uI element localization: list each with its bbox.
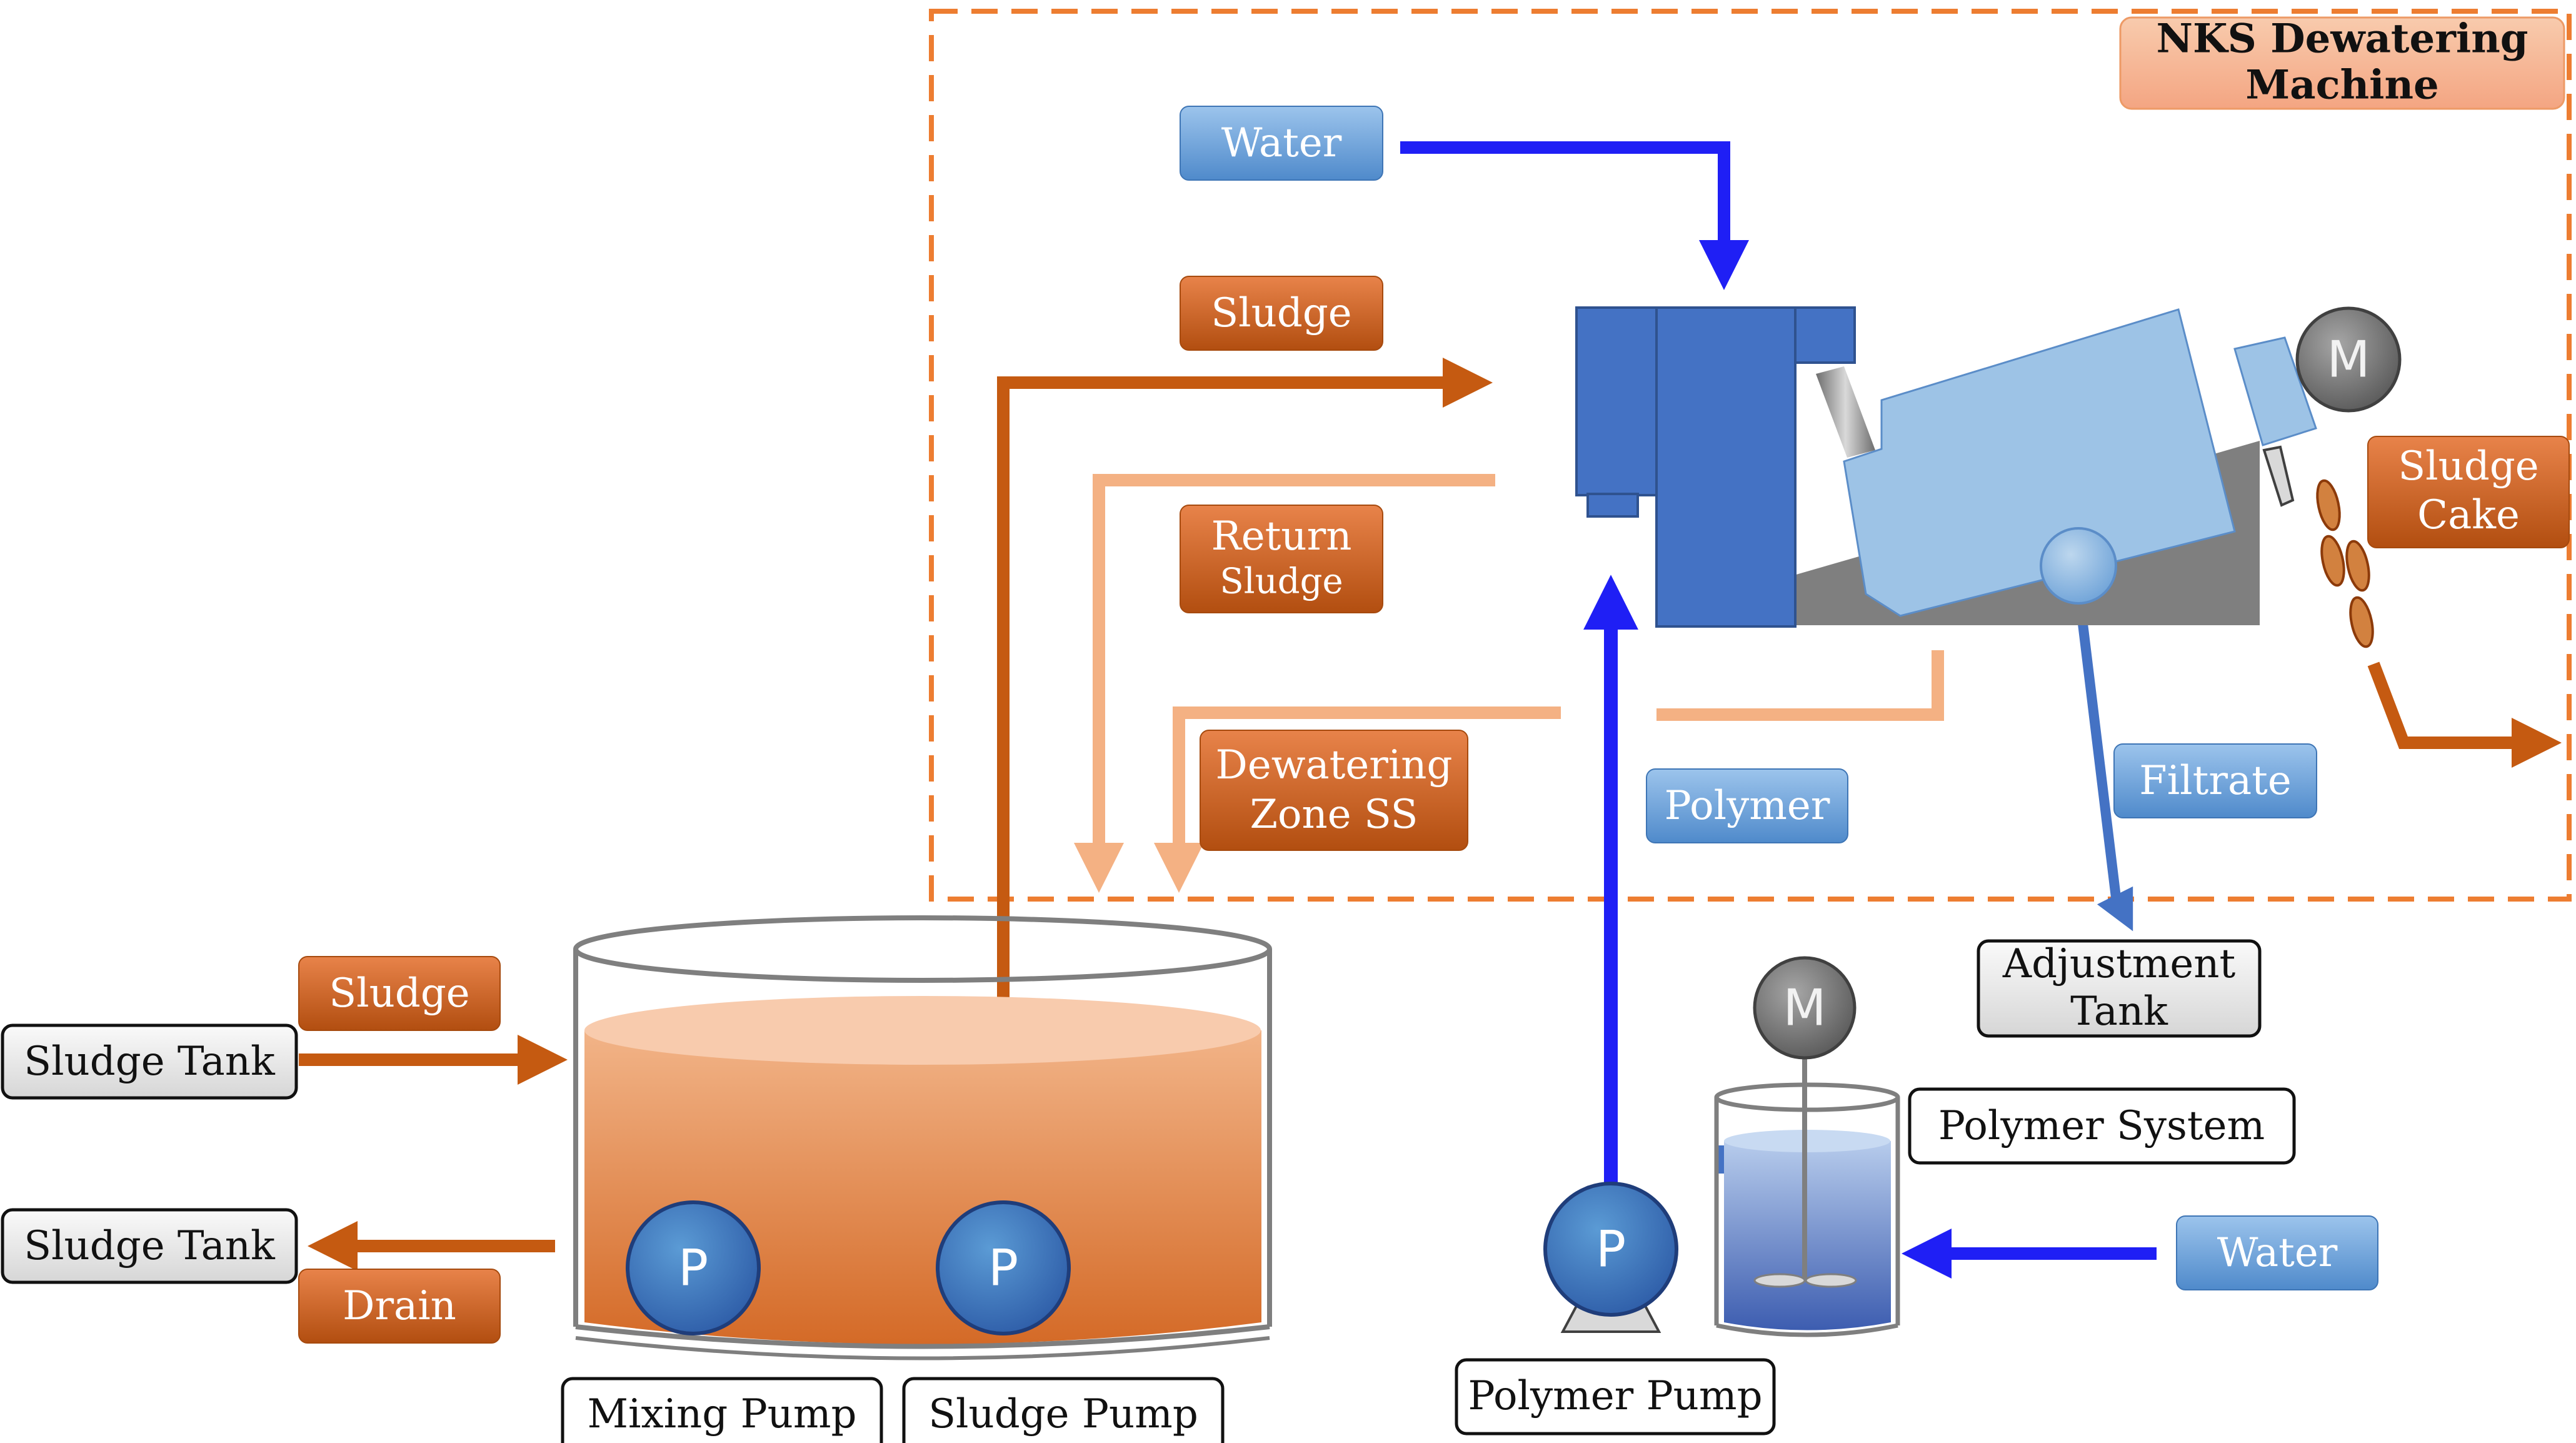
sludge-cake-pellets xyxy=(2316,479,2374,648)
polymer-system-caption: Polymer System xyxy=(1908,1087,2296,1165)
dewatering-zone-ss-line xyxy=(1656,650,1944,721)
label-sludge-top-text: Sludge xyxy=(1211,290,1351,336)
label-sludge-cake-line1: Sludge xyxy=(2398,443,2538,490)
mixing-pump-glyph: P xyxy=(678,1239,708,1297)
label-water-top: Water xyxy=(1180,106,1383,181)
label-sludge-left: Sludge xyxy=(298,956,501,1031)
sludge-pump-symbol: P xyxy=(936,1200,1071,1335)
label-water-top-text: Water xyxy=(1221,120,1342,166)
machine-inlet-nozzle xyxy=(1586,493,1639,518)
polymer-motor-glyph: M xyxy=(1783,979,1826,1037)
machine-discharge-flap xyxy=(2262,445,2295,507)
machine-screw-cylinder xyxy=(1843,308,2236,617)
label-sludge-cake: Sludge Cake xyxy=(2367,436,2570,548)
machine-title-line1: NKS Dewatering xyxy=(2157,16,2528,63)
filtrate-arrow xyxy=(2073,587,2133,932)
dewatering-zone-ss-arrow xyxy=(1154,706,1561,893)
sludge-pump-caption: Sludge Pump xyxy=(902,1377,1225,1443)
machine-body xyxy=(1655,306,1797,628)
label-sludge-left-text: Sludge xyxy=(329,970,469,1017)
dewatering-machine: M xyxy=(1575,306,2402,628)
polymer-system-tank xyxy=(1714,1057,1900,1337)
sludge-tank-outlet-box: Sludge Tank xyxy=(1,1208,298,1284)
machine-title-box: NKS Dewatering Machine xyxy=(2119,16,2565,110)
label-sludge-top: Sludge xyxy=(1180,276,1383,351)
label-filtrate: Filtrate xyxy=(2113,743,2317,818)
polymer-tank-liquid xyxy=(1724,1141,1891,1330)
label-polymer: Polymer xyxy=(1646,768,1848,843)
polymer-pump-caption-text: Polymer Pump xyxy=(1468,1373,1762,1419)
mixing-pump-caption: Mixing Pump xyxy=(561,1377,883,1443)
polymer-pump-symbol: P xyxy=(1543,1182,1678,1333)
machine-motor-label: M xyxy=(2327,331,2370,389)
machine-top-cap xyxy=(1794,306,1856,364)
filtrate-outlet-ball xyxy=(2040,527,2117,605)
polymer-pump-caption: Polymer Pump xyxy=(1455,1358,1776,1435)
tank-liquid-surface xyxy=(584,996,1261,1065)
label-filtrate-text: Filtrate xyxy=(2139,758,2291,804)
machine-inlet-column xyxy=(1575,306,1659,496)
label-water-right-text: Water xyxy=(2217,1230,2338,1276)
polymer-system-caption-text: Polymer System xyxy=(1938,1103,2265,1149)
label-dewatering-zone-line1: Dewatering xyxy=(1216,742,1453,788)
label-drain-text: Drain xyxy=(343,1283,456,1329)
sludge-cake-arrow xyxy=(2367,661,2562,768)
sludge-tank-inlet-text: Sludge Tank xyxy=(24,1038,276,1085)
polymer-motor: M xyxy=(1753,956,1857,1060)
tank-rim xyxy=(573,915,1272,983)
sludge-pump-glyph: P xyxy=(988,1239,1018,1297)
sludge-tank-outlet-text: Sludge Tank xyxy=(24,1223,276,1269)
label-sludge-cake-line2: Cake xyxy=(2417,492,2520,538)
return-sludge-arrow xyxy=(1074,474,1495,893)
sludge-tank-inlet-box: Sludge Tank xyxy=(1,1023,298,1100)
mixing-pump-caption-text: Mixing Pump xyxy=(587,1391,856,1437)
label-dewatering-zone-ss: Dewatering Zone SS xyxy=(1200,730,1468,851)
label-return-sludge-line1: Return xyxy=(1211,513,1352,560)
mixing-pump-symbol: P xyxy=(626,1200,761,1335)
machine-piston-rod xyxy=(1816,366,1875,458)
machine-title-line2: Machine xyxy=(2245,62,2438,109)
sludge-pump-caption-text: Sludge Pump xyxy=(928,1391,1198,1437)
label-polymer-text: Polymer xyxy=(1665,783,1830,829)
adjustment-tank-box: Adjustment Tank xyxy=(1977,939,2262,1038)
machine-motor: M xyxy=(2295,306,2402,413)
label-return-sludge: Return Sludge xyxy=(1180,505,1383,613)
adjustment-tank-line1: Adjustment xyxy=(2002,941,2236,987)
adjustment-tank-line2: Tank xyxy=(2070,988,2168,1035)
sludge-feed-arrow xyxy=(997,358,1493,1229)
label-drain: Drain xyxy=(298,1269,501,1344)
polymer-pump-glyph: P xyxy=(1596,1220,1626,1279)
label-dewatering-zone-line2: Zone SS xyxy=(1250,792,1418,838)
label-water-right: Water xyxy=(2176,1215,2378,1290)
water-inlet-arrow xyxy=(1400,141,1749,290)
label-return-sludge-line2: Sludge xyxy=(1220,561,1343,602)
machine-screw-endcap xyxy=(2233,336,2317,446)
